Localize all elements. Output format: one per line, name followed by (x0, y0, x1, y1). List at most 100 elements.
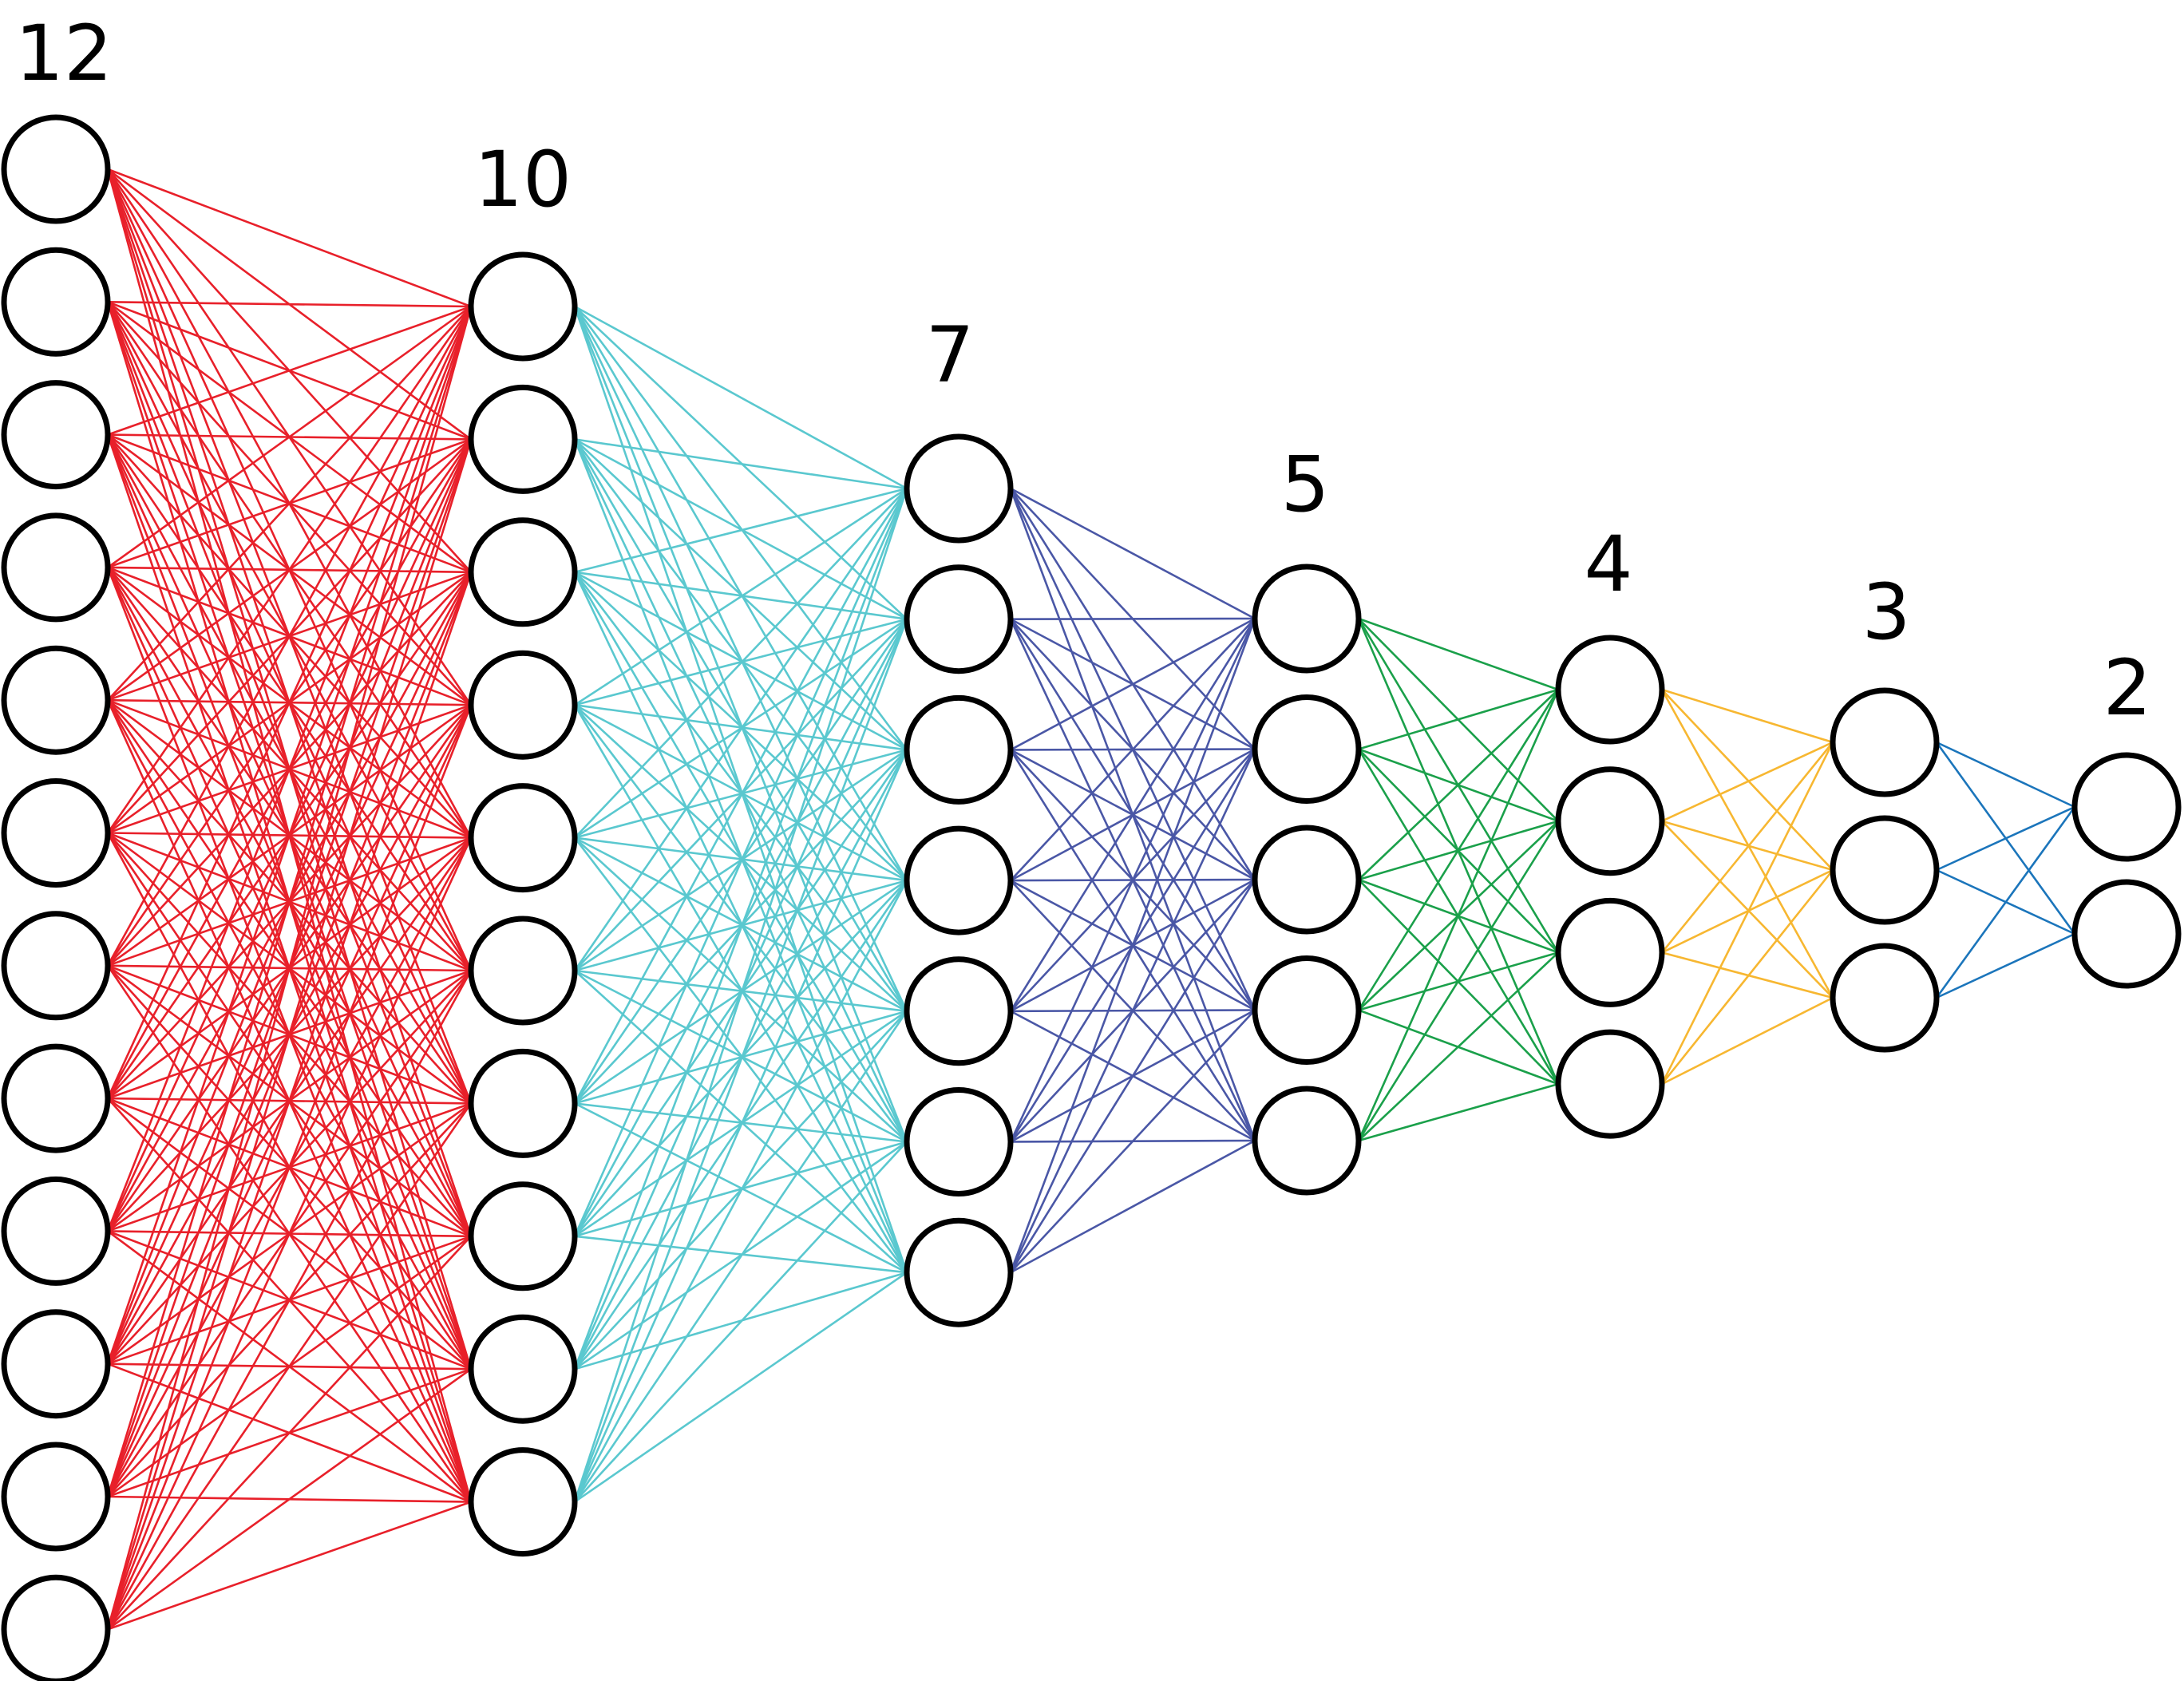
neuron-layer-3-1 (904, 433, 1014, 544)
connection-l1n10-l2n1 (106, 306, 473, 1365)
connection-l2n4-l3n1 (574, 487, 908, 706)
neuron-layer-1-11 (1, 1442, 111, 1552)
connection-l3n7-l4n2 (1009, 748, 1256, 1273)
connection-l3n7-l4n5 (1010, 1139, 1256, 1274)
connection-l3n7-l4n4 (1010, 1009, 1256, 1274)
neuron-layer-3-2 (904, 564, 1014, 674)
connection-l2n10-l3n7 (574, 1272, 908, 1503)
connection-l4n4-l5n1 (1357, 689, 1560, 1011)
connection-l2n6-l3n1 (573, 488, 908, 971)
neuron-layer-1-7 (1, 911, 111, 1021)
layer-labels-group: 12 10 7 5 4 3 2 (15, 9, 2152, 733)
neuron-layer-4-2 (1252, 694, 1362, 804)
connection-l5n3-l6n3 (1661, 951, 1834, 999)
connection-l5n4-l6n2 (1660, 869, 1834, 1085)
connection-l5n3-l6n1 (1660, 742, 1834, 954)
neuron-layer-4-5 (1252, 1086, 1362, 1196)
connection-l4n3-l5n1 (1358, 689, 1559, 880)
connection-l6n2-l7n1 (1936, 805, 2075, 872)
neuron-layer-3-4 (904, 825, 1014, 935)
connection-l5n4-l6n1 (1660, 742, 1834, 1085)
neuron-layer-2-7 (468, 1048, 578, 1158)
connections-group (106, 168, 2076, 1631)
neuron-layer-3-5 (904, 956, 1014, 1066)
connection-l2n1-l3n2 (574, 306, 908, 620)
connection-l2n7-l3n1 (573, 488, 908, 1105)
connection-l1n1-l2n1 (107, 168, 472, 308)
connection-l3n1-l4n1 (1010, 487, 1256, 620)
connection-l5n4-l6n3 (1661, 996, 1834, 1086)
connection-l4n5-l5n4 (1358, 1082, 1559, 1142)
connection-l4n5-l5n1 (1357, 689, 1560, 1141)
connection-l1n11-l2n1 (106, 306, 473, 1497)
connection-l5n1-l6n1 (1661, 688, 1834, 744)
connection-l1n12-l2n2 (106, 439, 473, 1630)
connection-l1n9-l2n1 (106, 306, 473, 1232)
connection-l2n10-l3n4 (573, 880, 908, 1503)
connection-l1n12-l2n3 (106, 572, 473, 1630)
neuron-layer-1-10 (1, 1309, 111, 1419)
neuron-layer-7-1 (2071, 752, 2182, 862)
connection-l2n10-l3n1 (573, 488, 908, 1503)
neuron-layer-6-1 (1830, 687, 1940, 797)
layer-5-size-label: 4 (1584, 520, 1632, 609)
connection-l2n5-l3n6 (574, 837, 908, 1143)
neuron-layer-1-4 (1, 512, 111, 623)
connection-l1n8-l2n1 (106, 306, 473, 1099)
connection-l2n5-l3n1 (574, 488, 908, 839)
neuron-layer-3-3 (904, 694, 1014, 805)
connection-l2n10-l3n3 (573, 749, 908, 1503)
neuron-layer-7-2 (2071, 879, 2182, 989)
connection-l3n7-l4n3 (1009, 879, 1256, 1273)
connection-l3n4-l4n1 (1010, 618, 1256, 881)
neuron-layer-3-7 (904, 1217, 1014, 1327)
connection-l1n12-l2n4 (106, 704, 473, 1630)
neuron-layer-2-9 (468, 1314, 578, 1424)
connection-l5n1-l6n3 (1660, 689, 1834, 999)
neuron-layer-2-5 (468, 783, 578, 893)
neuron-layer-3-6 (904, 1087, 1014, 1196)
connection-l2n2-l3n3 (574, 438, 908, 751)
connection-l6n3-l7n2 (1936, 932, 2075, 999)
connection-l1n4-l2n1 (107, 305, 472, 568)
layer-7-size-label: 2 (2103, 643, 2151, 733)
neurons-group (1, 114, 2182, 1681)
connection-l4n5-l5n3 (1358, 951, 1559, 1141)
layer-2-size-label: 10 (474, 135, 572, 224)
connection-l1n5-l2n1 (107, 306, 472, 702)
connection-l4n5-l5n2 (1357, 821, 1560, 1141)
connection-l3n3-l4n1 (1010, 617, 1256, 751)
neuron-layer-1-5 (1, 645, 111, 755)
neuron-layer-5-4 (1555, 1029, 1665, 1139)
neuron-layer-1-9 (1, 1176, 111, 1286)
layer-1-size-label: 12 (15, 9, 113, 98)
neuron-layer-1-12 (1, 1574, 111, 1681)
connection-l2n1-l3n1 (574, 305, 908, 490)
neuron-layer-2-10 (468, 1447, 578, 1557)
connection-l1n6-l2n1 (106, 306, 473, 834)
neuron-layer-2-4 (468, 650, 578, 760)
connection-l2n10-l3n5 (573, 1011, 908, 1503)
layer-3-size-label: 7 (925, 310, 974, 400)
connection-l3n6-l4n1 (1009, 618, 1256, 1143)
connection-l3n7-l4n1 (1009, 618, 1256, 1273)
neuron-layer-2-1 (468, 251, 578, 362)
connection-l1n3-l2n1 (107, 305, 472, 436)
connection-l5n2-l6n2 (1661, 820, 1834, 872)
neuron-layer-1-8 (1, 1043, 111, 1153)
connection-l2n9-l3n1 (573, 488, 908, 1370)
connection-l1n12-l2n1 (106, 306, 473, 1630)
connection-l1n2-l2n1 (107, 301, 472, 308)
neuron-layer-1-2 (1, 247, 111, 357)
connection-l1n12-l2n8 (107, 1235, 472, 1631)
connection-l2n3-l3n1 (574, 487, 908, 574)
connection-l1n12-l2n6 (106, 970, 473, 1630)
connection-l4n2-l5n1 (1358, 688, 1559, 750)
connection-l1n12-l2n10 (107, 1501, 472, 1631)
connection-l6n1-l7n1 (1936, 741, 2075, 809)
neuron-layer-6-2 (1830, 815, 1940, 925)
connection-l1n12-l2n7 (106, 1102, 473, 1631)
connection-l1n12-l2n5 (106, 837, 473, 1630)
connection-l4n1-l5n1 (1358, 617, 1559, 691)
neuron-layer-5-2 (1555, 766, 1665, 876)
